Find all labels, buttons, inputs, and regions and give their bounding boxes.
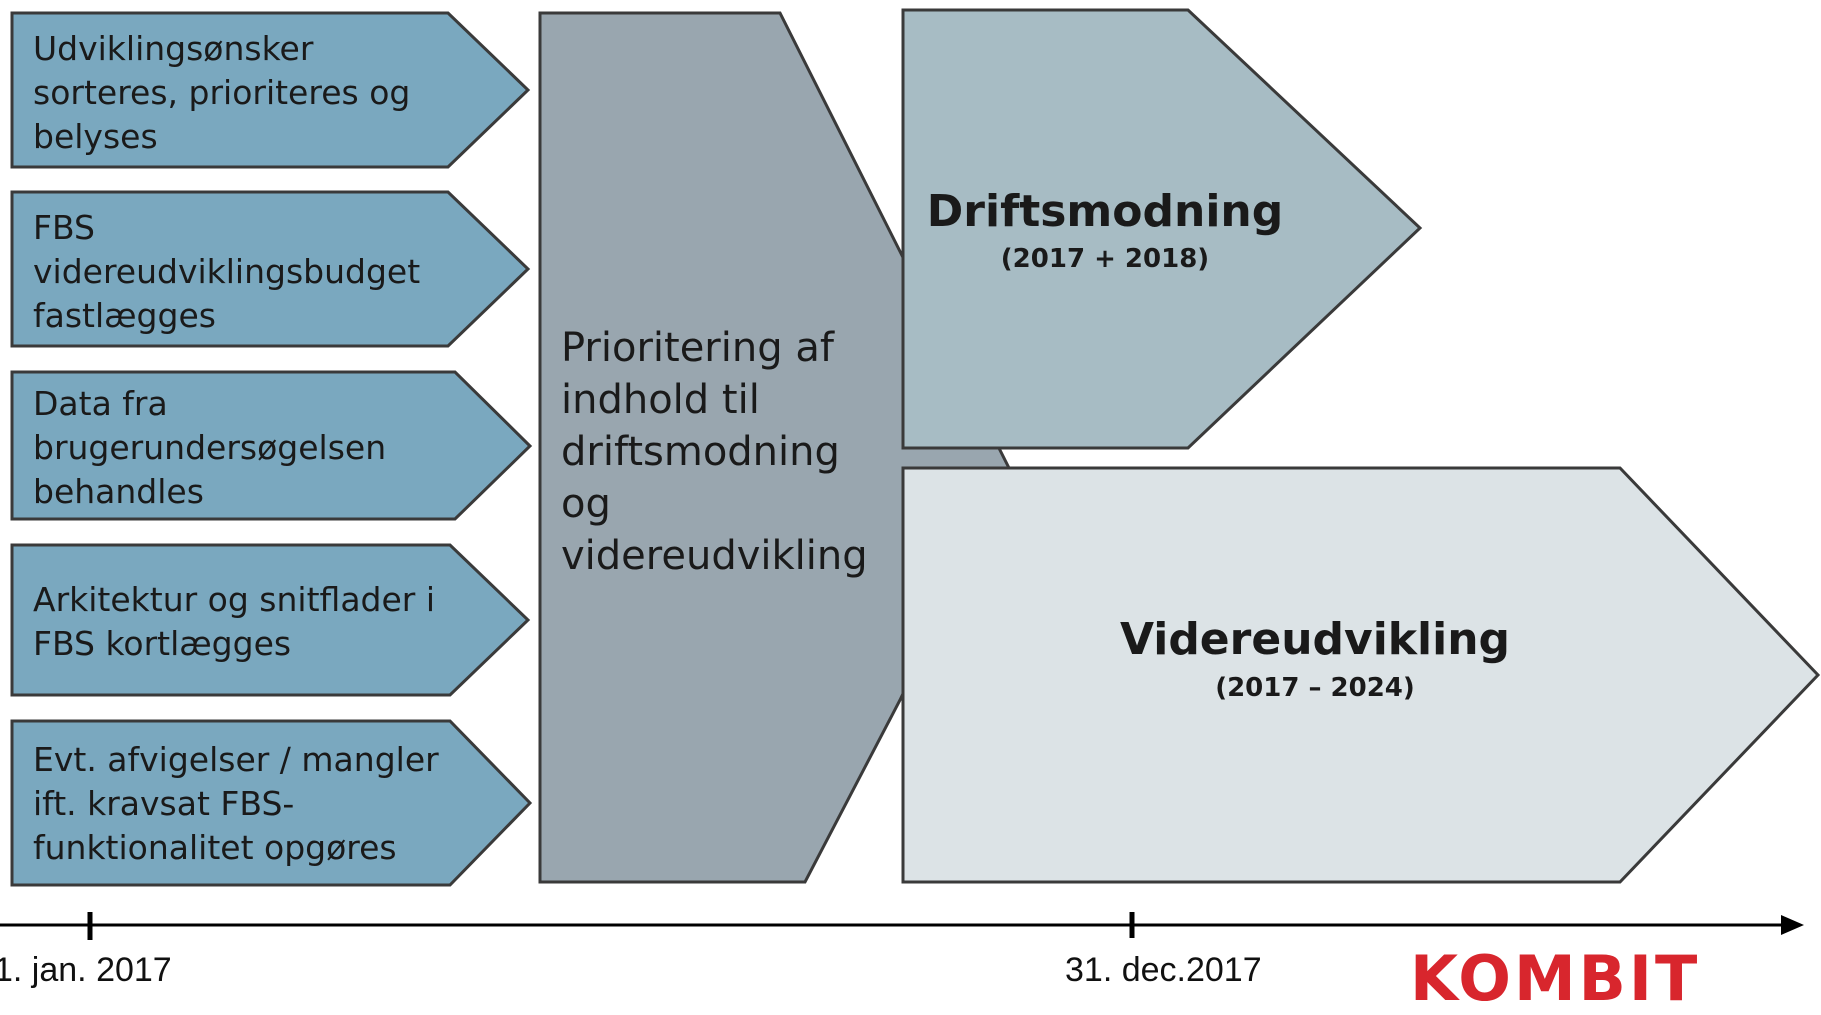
timeline-arrowhead [1781,915,1804,935]
driftsmodning-title: Driftsmodning [926,186,1284,237]
kombit-logo: KOMBIT [1410,942,1701,1015]
input-5-text: Evt. afvigelser / mangler ift. kravsat F… [33,740,439,867]
center-text: Prioritering af indhold til driftsmodnin… [561,325,868,579]
videreudvikling-title: Videreudvikling [1119,614,1511,665]
input-arrow-5-shape [10,719,533,887]
timeline-start-label: 1. jan. 2017 [0,951,172,989]
videreudvikling-period: (2017 – 2024) [1215,673,1415,703]
input-arrow-3-shape [10,370,533,521]
timeline-end-label: 31. dec.2017 [1065,951,1262,989]
center-funnel-shape [538,11,1012,884]
input-3-text: Data fra brugerundersøgelsen behandles [33,384,387,511]
input-arrow-4-shape [10,543,531,697]
input-arrow-1-shape [10,11,531,169]
driftsmodning-arrow-shape [901,8,1423,450]
input-arrow-2-shape [10,190,531,348]
input-2-text: FBS videreudviklingsbudget fastlægges [33,208,421,335]
input-4-text: Arkitektur og snitflader i FBS kortlægge… [33,580,436,663]
driftsmodning-period: (2017 + 2018) [1000,244,1210,274]
input-1-text: Udviklingsønsker sorteres, prioriteres o… [33,29,411,156]
videreudvikling-arrow-shape [901,466,1821,884]
